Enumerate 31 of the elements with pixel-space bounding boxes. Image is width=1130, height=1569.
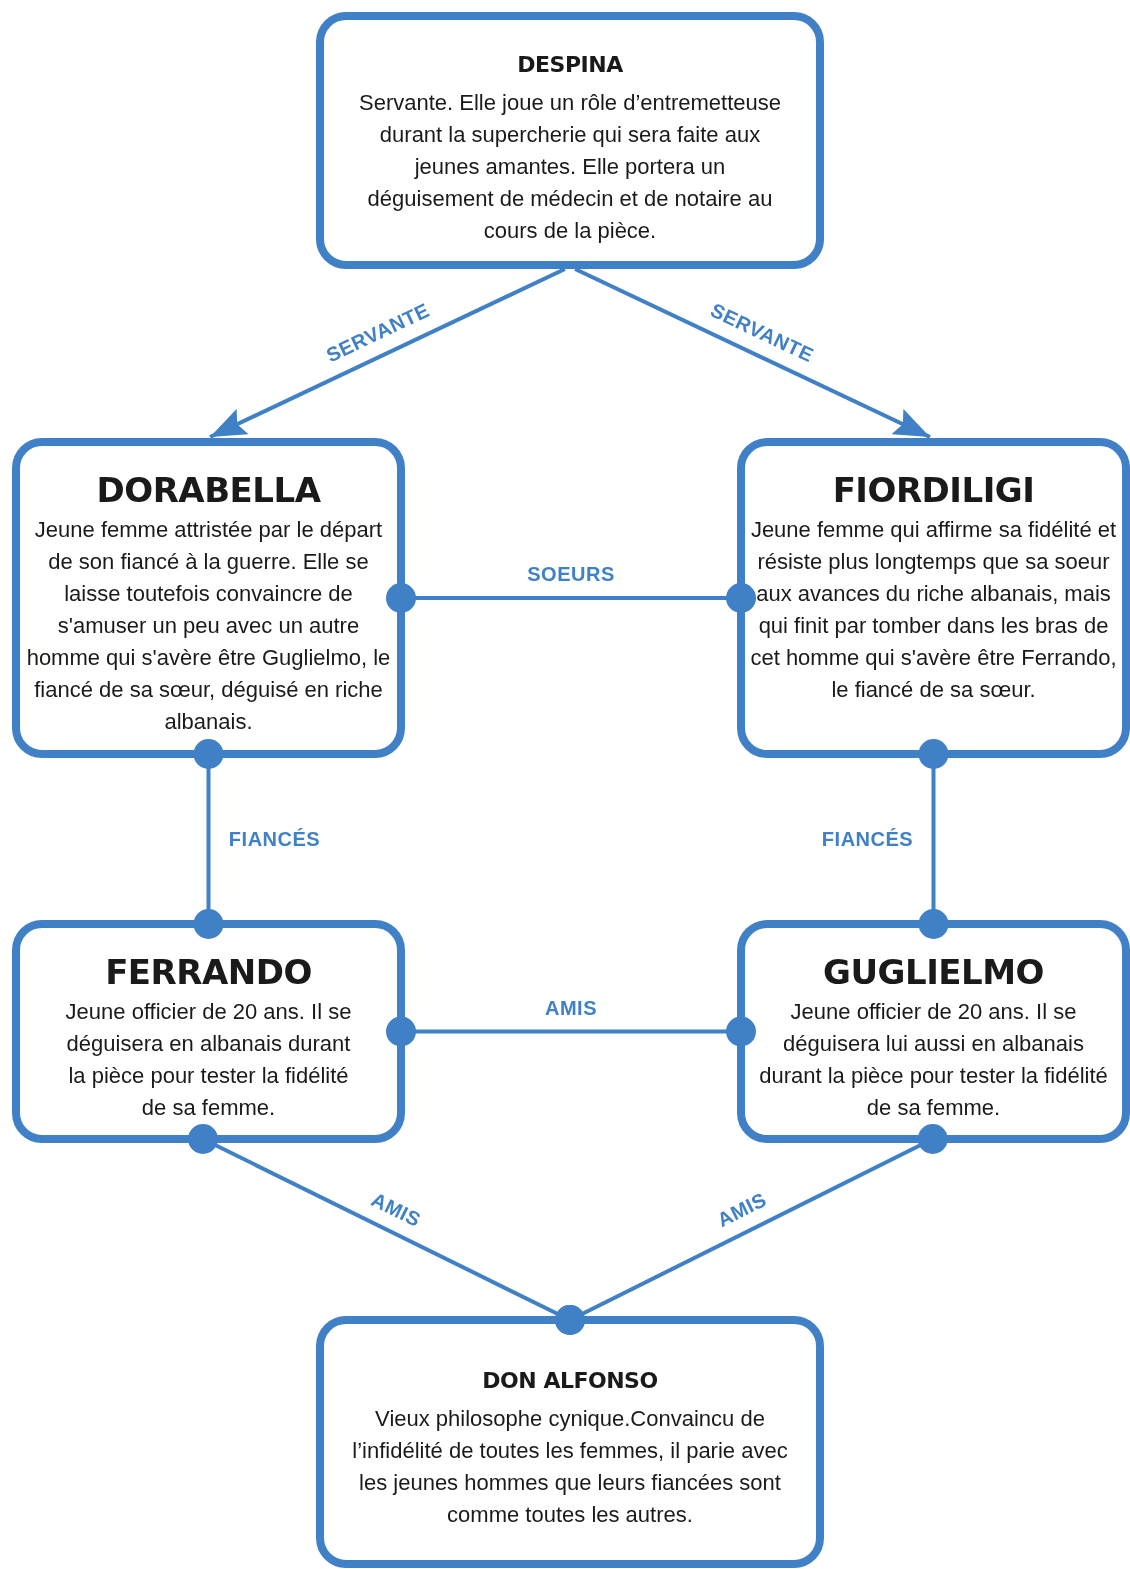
character-description: Servante. Elle joue un rôle d’entremetteuse durant la supercherie qui sera faite aux jeunes amantes. Elle portera un déguisement de médecin et de notaire au cours de la pièce. (358, 89, 782, 245)
character-name: GUGLIELMO (823, 952, 1044, 992)
character-box (316, 12, 824, 269)
character-name: FIORDILIGI (832, 470, 1035, 510)
character-description: Jeune officier de 20 ans. Il se déguisera en albanais durant la pièce pour tester la fidélité de sa femme. (64, 998, 353, 1122)
connector (918, 739, 949, 939)
edge-label: AMIS (367, 1187, 425, 1232)
character-box (737, 438, 1130, 758)
character-box (12, 438, 405, 758)
character-name: DON ALFONSO (482, 1368, 658, 1393)
connector (386, 1016, 756, 1047)
character-description: Jeune femme qui affirme sa fidélité et résiste plus longtemps que sa soeur aux avances du riche albanais, mais qui finit par tomber dans les bras de cet homme qui s'avère être Ferrando, le fiancé de sa sœur. (749, 516, 1118, 704)
connector (209, 267, 566, 439)
edge-label: AMIS (713, 1187, 770, 1232)
character-name: DESPINA (517, 52, 623, 77)
character-description: Jeune officier de 20 ans. Il se déguisera lui aussi en albanais durant la pièce pour tester la fidélité de sa femme. (758, 998, 1109, 1122)
connector (574, 267, 931, 439)
connector (555, 1124, 948, 1335)
character-description: Vieux philosophe cynique.Convaincu de l’infidélité de toutes les femmes, il parie avec les jeunes hommes que leurs fiancées sont comme toutes les autres. (351, 1405, 789, 1529)
character-name: DORABELLA (96, 470, 321, 510)
character-box (737, 920, 1130, 1143)
edge-label: SOEURS (527, 562, 615, 586)
connector (386, 583, 756, 613)
connector (193, 739, 224, 939)
character-box (12, 920, 405, 1143)
edge-label: AMIS (545, 996, 597, 1019)
character-name: FERRANDO (105, 952, 312, 992)
character-box (316, 1316, 824, 1568)
edge-label: FIANCÉS (228, 827, 321, 851)
edge-label: FIANCÉS (821, 827, 914, 851)
character-description: Jeune femme attristée par le départ de son fiancé à la guerre. Elle se laisse toutefois convaincre de s'amuser un peu avec un autre homme qui s'avère être Guglielmo, le fiancé de sa sœur, déguisé en riche albanais. (25, 516, 392, 736)
